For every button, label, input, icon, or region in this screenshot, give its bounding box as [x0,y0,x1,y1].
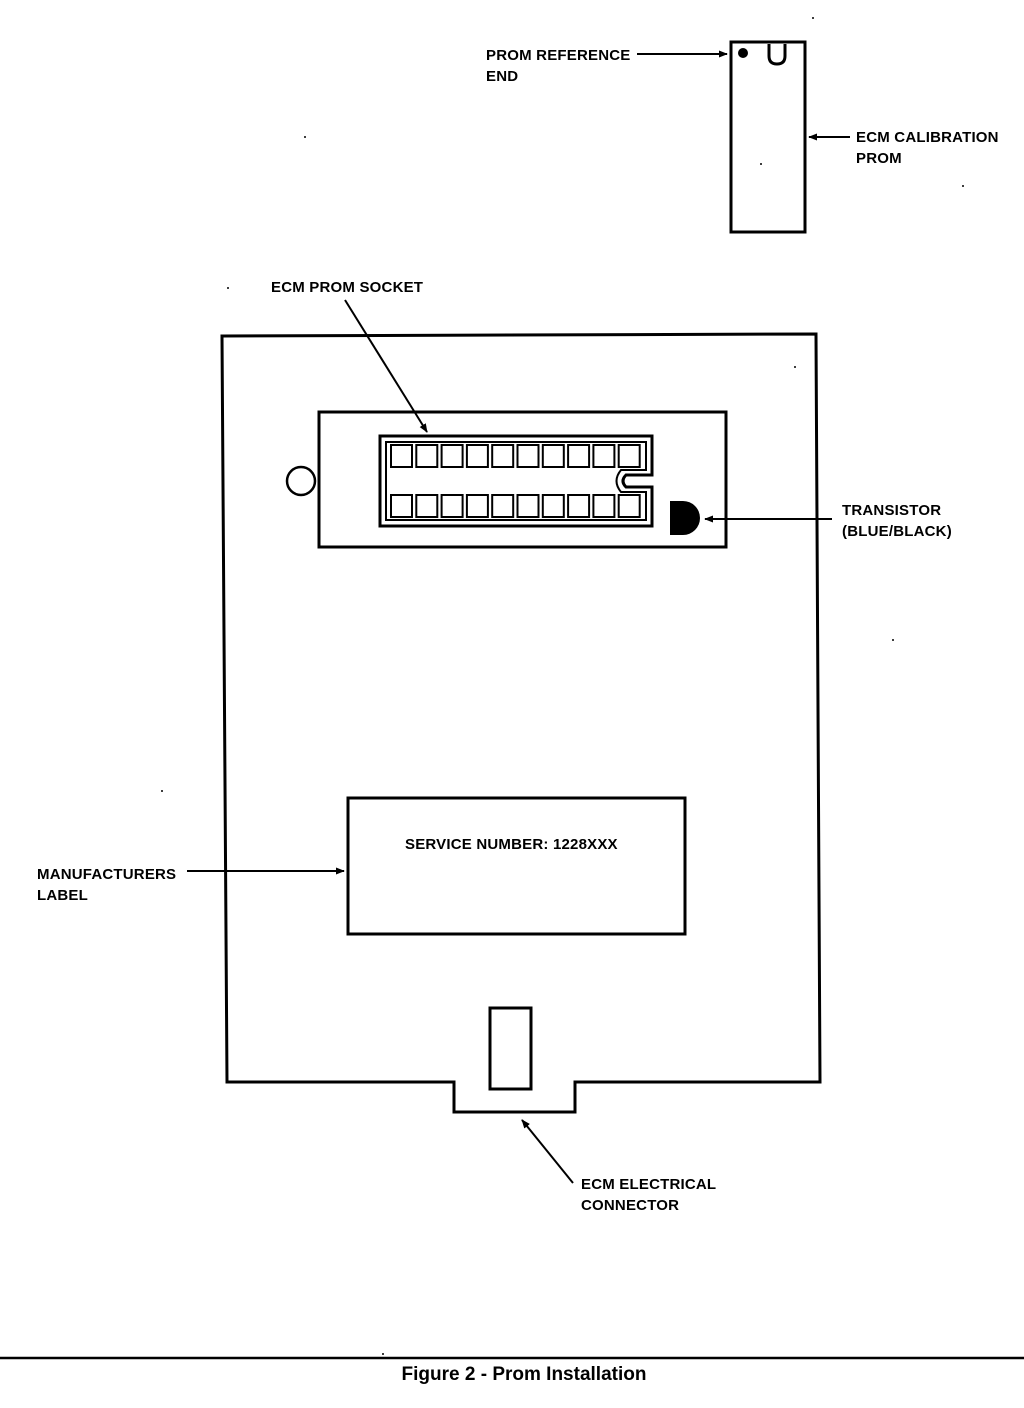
ecm-electrical-connector-arrow [521,1119,574,1184]
socket-pin-bottom [516,494,540,518]
socket-pin-bottom [541,494,565,518]
mounting-hole [285,465,317,497]
ecm-prom-socket-arrow [344,299,428,433]
socket-pin-top [567,444,591,468]
transistor-label: TRANSISTOR (BLUE/BLACK) [842,502,952,540]
socket-carrier-plate [317,410,728,549]
ecm-board [220,332,822,1114]
scan-specks [161,17,964,1355]
socket-pin-bottom [415,494,439,518]
prom-notch [767,44,787,66]
socket-pin-bottom [440,494,464,518]
socket-pin-bottom [567,494,591,518]
ecm-prom-socket [378,434,654,528]
ecm-calibration-prom-chip [729,40,807,234]
socket-pin-top [390,444,413,468]
socket-pin-top [465,444,489,468]
socket-pin-top [491,444,515,468]
socket-pins-bottom-row [390,494,641,518]
socket-pin-bottom [465,494,489,518]
ecm-electrical-connector-label: ECM ELECTRICAL CONNECTOR [581,1176,720,1214]
prom-reference-end-label: PROM REFERENCE END [486,47,635,85]
socket-pin-bottom [390,494,413,518]
prom-reference-dot [738,48,748,58]
socket-pin-bottom [491,494,515,518]
socket-pin-top [415,444,439,468]
manufacturers-label-box [346,796,687,936]
socket-pin-top [617,444,641,468]
ecm-prom-socket-label: ECM PROM SOCKET [271,279,423,296]
manufacturers-label-text: MANUFACTURERS LABEL [37,866,181,904]
socket-pin-top [541,444,565,468]
socket-pins-top-row [390,444,641,468]
transistor-icon [670,501,700,535]
socket-pin-bottom [592,494,616,518]
ecm-calibration-prom-label: ECM CALIBRATION PROM [856,129,1003,167]
socket-pin-top [440,444,464,468]
socket-pin-top [516,444,540,468]
service-number-text: SERVICE NUMBER: 1228XXX [405,836,618,853]
socket-pin-top [592,444,616,468]
ecm-electrical-connector [488,1006,533,1091]
socket-pin-bottom [617,494,641,518]
figure-caption: Figure 2 - Prom Installation [402,1364,647,1385]
